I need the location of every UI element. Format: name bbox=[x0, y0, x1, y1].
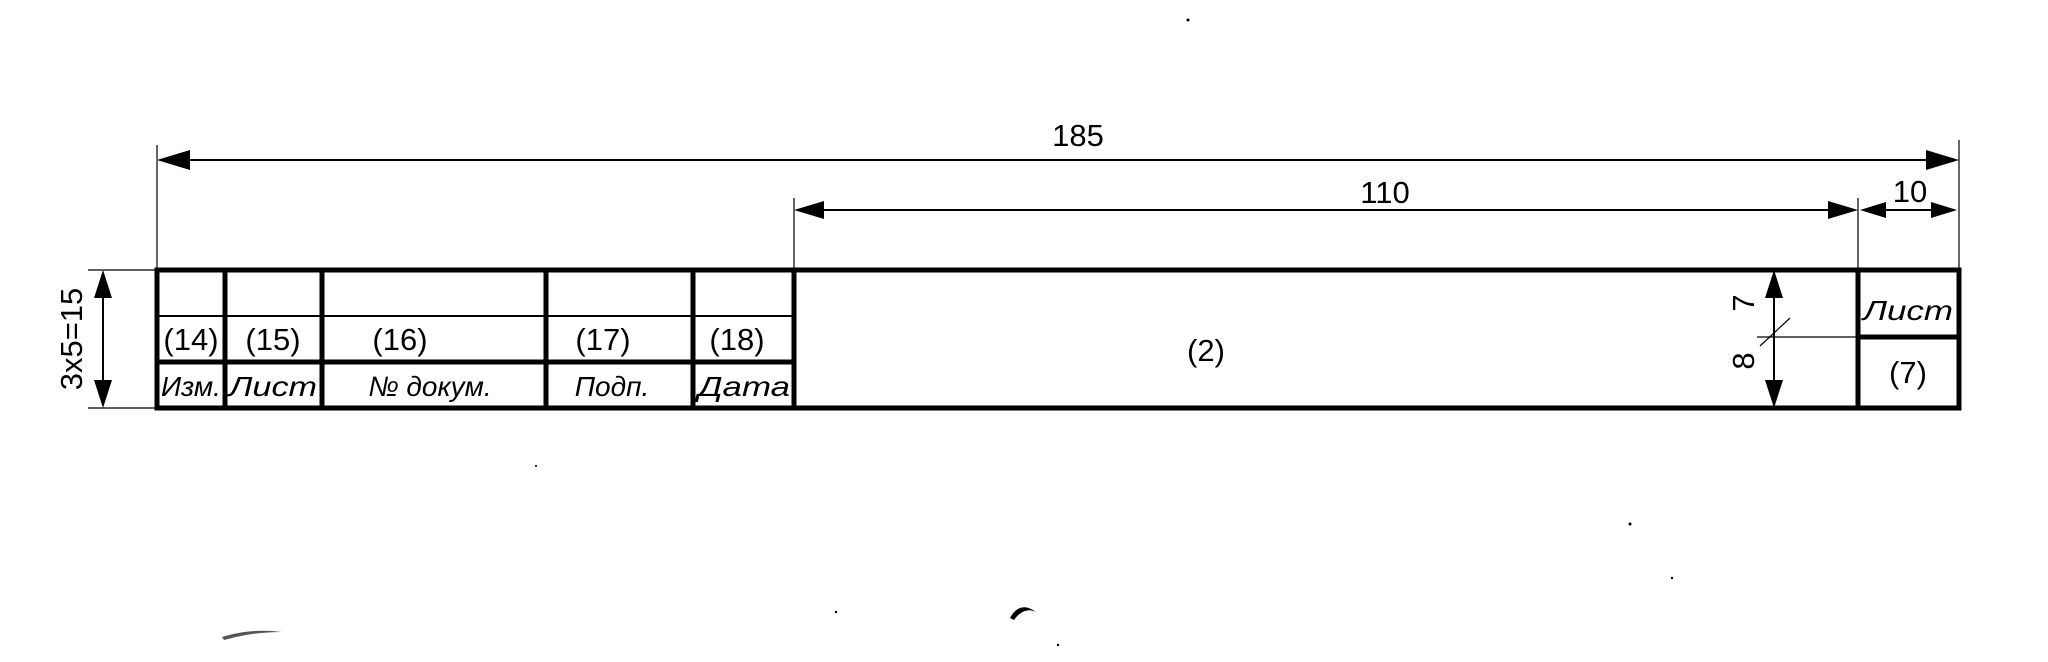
dimension-label-main-field: 110 bbox=[1360, 175, 1409, 210]
change-block-field-numbers: (14) (15) (16) (17) (18) bbox=[163, 322, 764, 357]
dimension-label-lower-row: 8 bbox=[1726, 352, 1761, 369]
column-label-list: Лист bbox=[227, 371, 317, 402]
arrowhead-down-icon bbox=[1765, 380, 1783, 408]
dimension-sheet-column-width: 10 bbox=[1860, 174, 1957, 218]
column-label-signature: Подп. bbox=[575, 371, 650, 402]
arrowhead-down-icon bbox=[94, 380, 112, 408]
sheet-label: Лист bbox=[1861, 295, 1953, 326]
arrowhead-right-icon bbox=[1926, 150, 1959, 170]
scan-specks bbox=[222, 18, 1674, 647]
field-number-17: (17) bbox=[575, 322, 630, 357]
dimension-label-upper-row: 7 bbox=[1726, 294, 1761, 311]
dimension-label-overall: 185 bbox=[1052, 118, 1104, 153]
field-number-16: (16) bbox=[372, 322, 427, 357]
dimension-row-heights: 7 8 bbox=[1726, 270, 1858, 408]
arrowhead-left-icon bbox=[1860, 202, 1886, 218]
sheet-block: Лист (7) bbox=[1861, 295, 1953, 390]
arrowhead-right-icon bbox=[1931, 202, 1957, 218]
column-label-doc-number: № докум. bbox=[368, 371, 491, 402]
dimension-total-height: 3x5=15 bbox=[54, 269, 158, 409]
dimension-label-sheet-column: 10 bbox=[1893, 174, 1927, 209]
arrowhead-up-icon bbox=[1765, 270, 1783, 298]
field-number-15: (15) bbox=[245, 322, 300, 357]
arrowhead-right-icon bbox=[1828, 201, 1858, 219]
arrowhead-left-icon bbox=[157, 150, 190, 170]
field-number-18: (18) bbox=[709, 322, 764, 357]
dimension-overall-width: 185 bbox=[156, 118, 1960, 268]
sheet-field-number: (7) bbox=[1889, 355, 1927, 390]
dimension-label-total-height: 3x5=15 bbox=[54, 288, 89, 391]
title-block-frame bbox=[154, 267, 1962, 411]
column-label-date: Дата bbox=[694, 371, 790, 402]
field-number-14: (14) bbox=[163, 322, 218, 357]
arrowhead-left-icon bbox=[794, 201, 824, 219]
column-label-izm: Изм. bbox=[161, 371, 221, 402]
arrowhead-up-icon bbox=[94, 270, 112, 298]
dimension-main-field-width: 110 bbox=[793, 175, 1859, 268]
main-field-number: (2) bbox=[1187, 333, 1225, 368]
change-block-column-labels: Изм. Лист № докум. Подп. Дата bbox=[161, 371, 790, 402]
